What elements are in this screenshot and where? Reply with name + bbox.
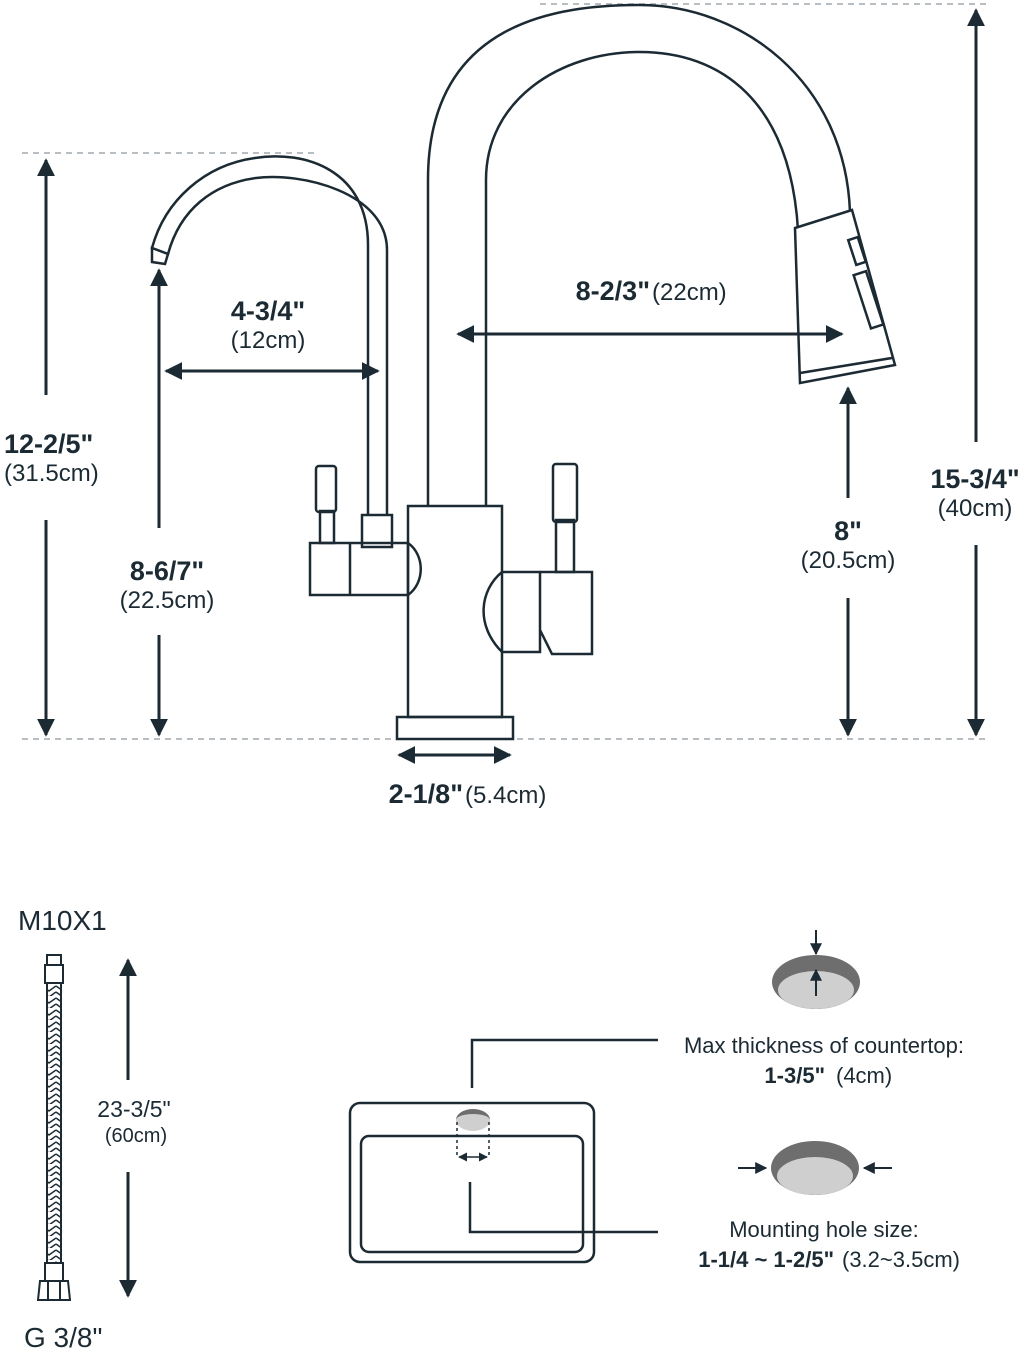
left-spout-imperial: 8-6/7" [130,556,204,586]
sink-basin [359,1134,585,1254]
hole-callout-line [468,1182,658,1234]
main-gooseneck [426,3,852,506]
hose-top-thread: M10X1 [18,905,107,936]
base-plate [395,715,515,741]
right-spout-imperial: 8" [834,516,862,546]
sink-outer [348,1101,596,1264]
hose-braid [46,982,62,1264]
base-width-imperial: 2-1/8" [389,779,463,809]
filter-lever [314,464,338,514]
hose-bottom-nut [36,1280,72,1301]
left-reach-imperial: 4-3/4" [231,296,305,326]
thickness-imperial: 1-3/5" [764,1063,825,1088]
hose-bottom-collar [44,1262,64,1282]
mixer-lever [551,462,579,524]
sprayer-button-top [846,235,868,267]
sprayer-face [799,356,893,375]
faucet-body [406,504,504,719]
base-width-metric: (5.4cm) [465,782,546,809]
left-height-metric: (31.5cm) [4,460,99,487]
dimension-arrows [37,8,985,764]
sprayer-head [793,208,897,385]
hose-length-metric: (60cm) [105,1125,167,1147]
filter-valve-cap [407,541,422,597]
left-height-imperial: 12-2/5" [4,429,93,459]
filter-lever-stem [318,509,336,545]
left-reach-metric: (12cm) [231,327,306,354]
right-height-metric: (40cm) [938,495,1013,522]
hose-top-nut [46,954,62,966]
left-spout-metric: (22.5cm) [120,587,215,614]
hole-metric: (3.2~3.5cm) [842,1247,960,1272]
mounting-hole-inner [777,1157,853,1195]
sink-hole-rim [456,1109,490,1120]
hose-length-imperial: 23-3/5" [97,1096,170,1122]
right-height-imperial: 15-3/4" [930,464,1019,494]
hole-label: Mounting hole size: [729,1217,919,1242]
braided-hose: M10X1 G 3/8" 23-3/5" (60cm) [18,905,171,1353]
right-spout-metric: (20.5cm) [801,547,896,574]
hole-imperial: 1-1/4 ~ 1-2/5" [698,1247,834,1272]
main-reach-imperial: 8-2/3" [576,276,650,306]
mixer-valve-cap [538,570,594,656]
thickness-callout-line [470,1038,658,1088]
hose-top-fitting [44,964,64,984]
hose-bottom-thread: G 3/8" [24,1322,102,1353]
main-reach-metric: (22cm) [652,279,727,306]
filter-valve [308,541,410,597]
sprayer-button [852,269,885,331]
filter-tip [150,246,170,266]
mixer-valve [482,570,542,654]
guide-lines [22,3,988,740]
mixer-lever-stem [554,518,576,574]
filter-collar [360,513,394,549]
faucet-labels: 12-2/5" (31.5cm) 8-6/7" (22.5cm) 4-3/4" … [4,276,1020,809]
thickness-metric: (4cm) [836,1063,892,1088]
thickness-label: Max thickness of countertop: [684,1033,964,1058]
sink-diagram: Max thickness of countertop: 1-3/5" (4cm… [348,930,964,1272]
